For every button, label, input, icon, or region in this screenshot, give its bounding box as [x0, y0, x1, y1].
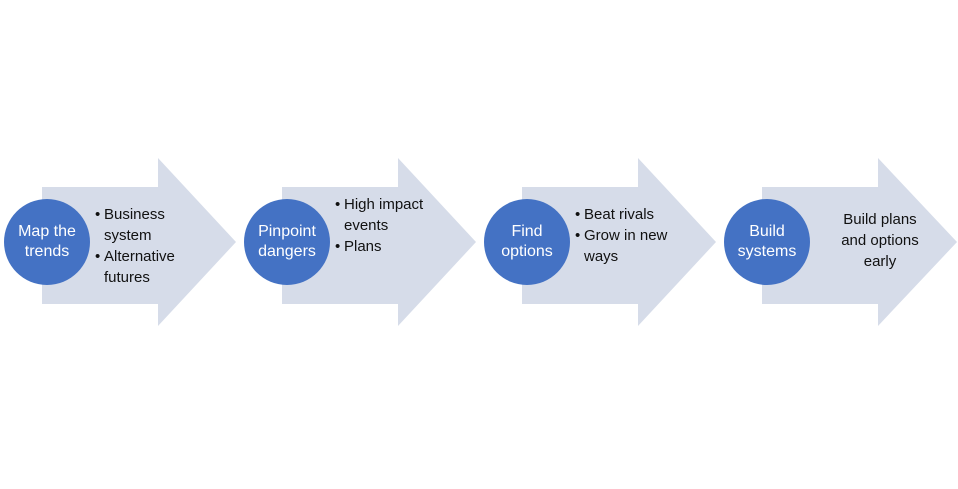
stage-circle-3[interactable]: Find options — [484, 199, 570, 285]
list-item: Beat rivals — [575, 204, 695, 225]
list-item: Alternative futures — [95, 246, 210, 288]
stage-bullet-list-3: Beat rivals Grow in new ways — [575, 204, 695, 267]
process-stage-2[interactable]: Pinpoint dangers High impact events Plan… — [240, 0, 480, 489]
stage-body-2: High impact events Plans — [335, 194, 445, 257]
stage-bullet-list-1: Business system Alternative futures — [95, 204, 210, 288]
process-stage-3[interactable]: Find options Beat rivals Grow in new way… — [480, 0, 720, 489]
process-stage-1[interactable]: Map the trends Business system Alternati… — [0, 0, 240, 489]
stage-circle-4[interactable]: Build systems — [724, 199, 810, 285]
process-stage-4[interactable]: Build systems Build plans and options ea… — [720, 0, 958, 489]
list-item: High impact events — [335, 194, 445, 236]
list-item: Plans — [335, 236, 445, 257]
list-item: Business system — [95, 204, 210, 246]
stage-bullet-list-2: High impact events Plans — [335, 194, 445, 257]
stage-circle-label-1: Map the trends — [18, 223, 76, 260]
stage-circle-label-4: Build systems — [737, 223, 797, 260]
stage-circle-2[interactable]: Pinpoint dangers — [244, 199, 330, 285]
stage-circle-1[interactable]: Map the trends — [4, 199, 90, 285]
list-item: Grow in new ways — [575, 225, 695, 267]
stage-circle-label-2: Pinpoint dangers — [258, 223, 316, 260]
stage-body-1: Business system Alternative futures — [95, 204, 210, 288]
stage-circle-label-3: Find options — [501, 223, 553, 260]
stage-body-4: Build plans and options early — [815, 209, 945, 272]
stage-plain-text-4: Build plans and options early — [841, 211, 919, 270]
stage-body-3: Beat rivals Grow in new ways — [575, 204, 695, 267]
